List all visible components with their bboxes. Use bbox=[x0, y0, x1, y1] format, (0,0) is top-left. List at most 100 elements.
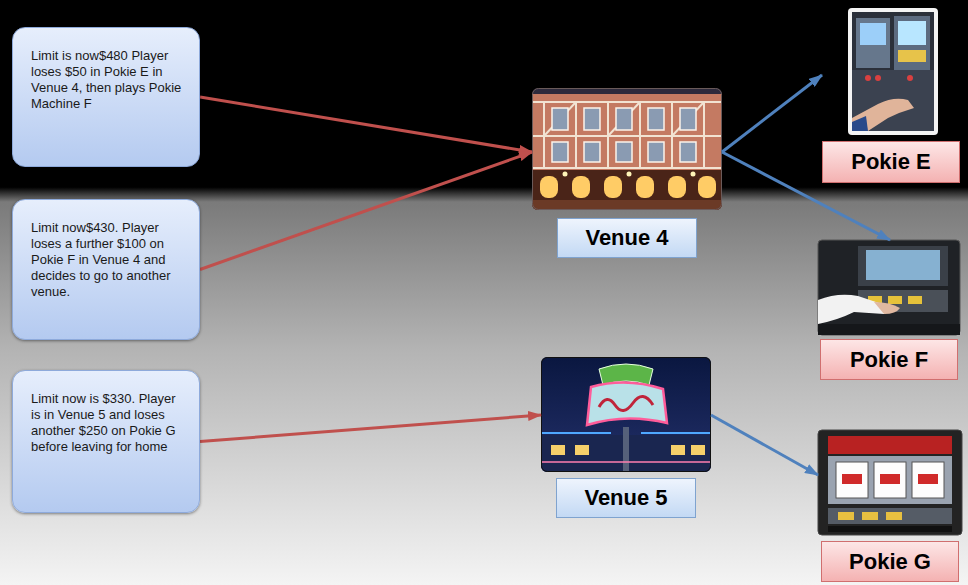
arrow-connector bbox=[200, 97, 532, 152]
illustration-part bbox=[587, 382, 667, 425]
illustration-part bbox=[860, 23, 886, 45]
illustration-part bbox=[532, 94, 722, 210]
illustration-part bbox=[542, 358, 711, 472]
venue-label: Venue 4 bbox=[585, 225, 668, 251]
pokie-label: Pokie E bbox=[851, 149, 930, 175]
illustration-part bbox=[828, 436, 952, 454]
illustration-part bbox=[540, 176, 558, 198]
illustration-part bbox=[541, 357, 711, 472]
pokie-node: Pokie F bbox=[818, 240, 960, 380]
illustration-part bbox=[616, 108, 632, 130]
illustration-part bbox=[533, 89, 722, 210]
arrow-connector bbox=[722, 75, 822, 152]
illustration-part bbox=[541, 461, 711, 463]
pokie-photo bbox=[818, 430, 962, 535]
callout-text: Limit now$430. Player loses a further $1… bbox=[31, 220, 185, 300]
arrow-connector bbox=[711, 415, 818, 475]
pokie-label-box: Pokie G bbox=[821, 541, 959, 582]
illustration-part bbox=[532, 167, 722, 169]
photo-space bbox=[822, 8, 960, 141]
illustration-part bbox=[671, 445, 685, 455]
illustration-part bbox=[648, 108, 664, 130]
illustration-part bbox=[852, 116, 868, 131]
illustration-part bbox=[918, 474, 938, 484]
illustration-part bbox=[852, 70, 934, 131]
photo-space bbox=[818, 430, 962, 541]
callout-text: Limit now is $330. Player is in Venue 5 … bbox=[31, 391, 185, 455]
arrow-connector bbox=[200, 415, 541, 442]
illustration-part bbox=[874, 302, 900, 314]
illustration-part bbox=[828, 508, 952, 524]
pokie-node: Pokie G bbox=[818, 430, 962, 582]
illustration-part bbox=[898, 21, 926, 45]
illustration-part bbox=[842, 474, 862, 484]
illustration-part bbox=[639, 102, 641, 168]
illustration-part bbox=[880, 474, 900, 484]
callout-box: Limit is now$480 Player loses $50 in Pok… bbox=[12, 27, 200, 167]
illustration-part bbox=[623, 427, 629, 472]
illustration-part bbox=[584, 108, 600, 130]
illustration-part bbox=[616, 142, 632, 162]
venue-node: Venue 4 bbox=[532, 88, 722, 258]
illustration-part bbox=[680, 108, 696, 130]
illustration-part bbox=[552, 108, 568, 130]
illustration-part bbox=[874, 462, 906, 498]
illustration-part bbox=[608, 102, 640, 136]
illustration-part bbox=[691, 445, 705, 455]
illustration-part bbox=[604, 176, 622, 198]
illustration-part bbox=[908, 296, 922, 304]
illustration-part bbox=[648, 142, 664, 162]
pokie-label: Pokie F bbox=[850, 347, 928, 373]
illustration-part bbox=[627, 172, 632, 177]
illustration-part bbox=[888, 296, 902, 304]
illustration-part bbox=[544, 102, 576, 136]
illustration-part bbox=[898, 50, 926, 62]
illustration-part bbox=[641, 432, 711, 434]
illustration-part bbox=[691, 172, 696, 177]
pokie-node: Pokie E bbox=[822, 8, 960, 183]
illustration-part bbox=[572, 176, 590, 198]
callout-box: Limit now is $330. Player is in Venue 5 … bbox=[12, 370, 200, 513]
illustration-part bbox=[818, 295, 889, 324]
illustration-part bbox=[698, 176, 716, 198]
illustration-part bbox=[532, 135, 722, 137]
illustration-part bbox=[912, 462, 944, 498]
venue-photo bbox=[541, 357, 711, 472]
illustration-part bbox=[842, 474, 938, 484]
pokie-photo bbox=[818, 240, 960, 335]
illustration-part bbox=[575, 445, 589, 455]
venue-label-box: Venue 4 bbox=[557, 218, 697, 258]
illustration-part bbox=[862, 512, 878, 520]
illustration-part bbox=[563, 172, 696, 177]
illustration-part bbox=[541, 432, 711, 434]
illustration-part bbox=[907, 75, 913, 81]
illustration-part bbox=[865, 75, 913, 81]
illustration-part bbox=[858, 246, 948, 286]
illustration-part bbox=[599, 396, 653, 410]
pokie-label-box: Pokie E bbox=[822, 141, 960, 183]
illustration-part bbox=[828, 526, 952, 532]
illustration-part bbox=[532, 200, 722, 210]
photo-space bbox=[541, 357, 711, 478]
illustration-part bbox=[540, 176, 716, 198]
callout-text: Limit is now$480 Player loses $50 in Pok… bbox=[31, 48, 185, 112]
illustration-part bbox=[818, 430, 962, 535]
pokie-label-box: Pokie F bbox=[820, 339, 958, 380]
illustration-part bbox=[852, 12, 934, 131]
callout-box: Limit now$430. Player loses a further $1… bbox=[12, 199, 200, 340]
illustration-part bbox=[680, 142, 696, 162]
illustration-part bbox=[672, 102, 704, 136]
illustration-part bbox=[532, 102, 722, 168]
venue-label: Venue 5 bbox=[584, 485, 667, 511]
illustration-part bbox=[856, 18, 890, 68]
illustration-part bbox=[575, 102, 577, 168]
illustration-part bbox=[836, 462, 868, 498]
illustration-part bbox=[886, 512, 902, 520]
venue-node: Venue 5 bbox=[541, 357, 711, 518]
illustration-part bbox=[636, 176, 654, 198]
illustration-part bbox=[532, 170, 722, 210]
illustration-part bbox=[532, 101, 722, 103]
illustration-part bbox=[875, 75, 881, 81]
